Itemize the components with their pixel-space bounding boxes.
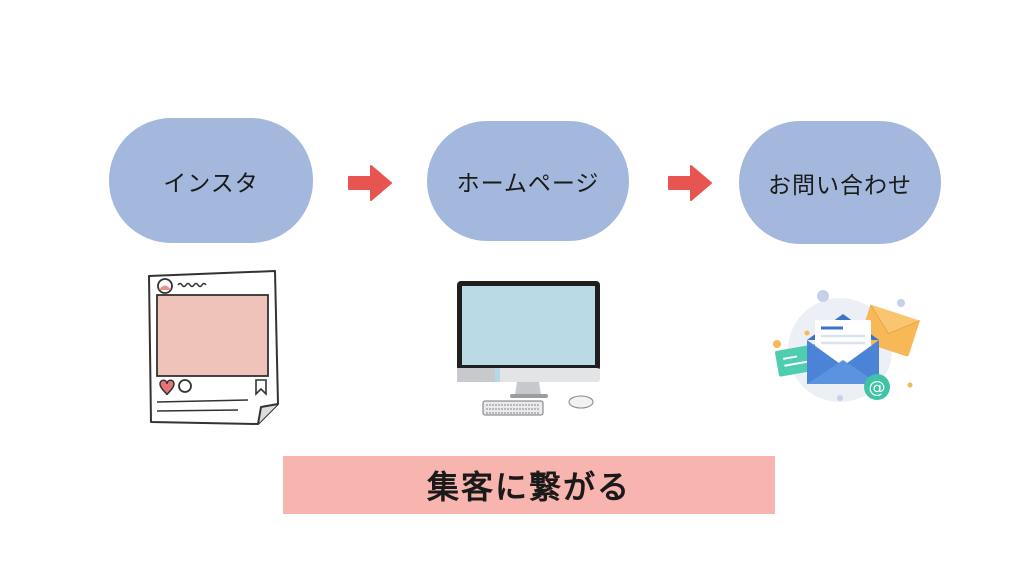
desktop-computer-icon <box>457 281 600 416</box>
flow-step-label: インスタ <box>163 170 259 197</box>
arrow-right-icon <box>668 165 712 201</box>
arrow-right-icon <box>348 165 392 201</box>
svg-text:@: @ <box>869 378 886 398</box>
flow-step-label: お問い合わせ <box>768 172 912 199</box>
result-banner: 集客に繋がる <box>283 456 775 514</box>
flow-step-homepage: ホームページ <box>427 121 629 241</box>
flow-step-instagram: インスタ <box>109 118 313 243</box>
instagram-post-icon <box>148 270 279 425</box>
result-text: 集客に繋がる <box>426 468 631 506</box>
email-envelope-icon: @ <box>773 290 921 402</box>
flow-step-label: ホームページ <box>456 171 600 197</box>
flow-step-contact: お問い合わせ <box>739 121 941 244</box>
